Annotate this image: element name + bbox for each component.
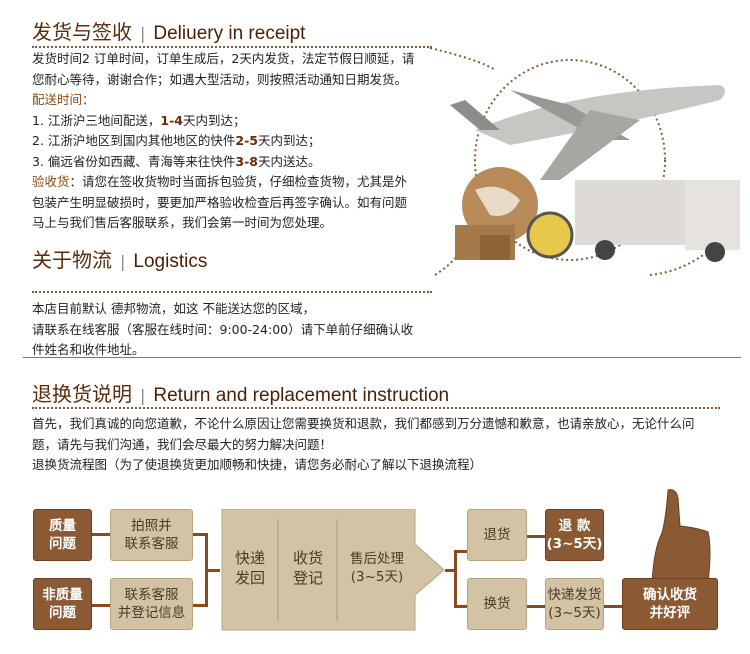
- quality-issue-box: 质量问题: [33, 509, 92, 561]
- delivery-title-cn: 发货与签收: [32, 20, 132, 44]
- contact-register-box: 联系客服并登记信息: [110, 578, 193, 630]
- text-line: 1. 江浙沪三地间配送，1-4天内到达；: [32, 112, 246, 128]
- globe-icon: [462, 167, 538, 243]
- delivery-time-label: 配送时间：: [32, 92, 95, 107]
- returns-text: 首先，我们真诚的向您道歉，不论什么原因让您需要换货和退款，我们都感到万分遗憾和歉…: [32, 414, 695, 476]
- after-sales-step: 售后处理(3~5天): [350, 551, 404, 585]
- non-quality-issue-box: 非质量问题: [33, 578, 92, 630]
- exchange-box: 换货: [467, 578, 527, 630]
- logistics-text: 本店目前默认 德邦物流，如这 不能送达您的区域， 请联系在线客服（客服在线时间：…: [32, 299, 413, 361]
- divider: [32, 407, 720, 409]
- text-line: 3. 偏远省份如西藏、青海等来往快件3-8天内送达。: [32, 153, 321, 169]
- delivery-title-en: Deliuery in receipt: [153, 23, 306, 44]
- section-divider: [23, 357, 741, 358]
- text-line: 首先，我们真诚的向您道歉，不论什么原因让您需要换货和退款，我们都感到万分遗憾和歉…: [32, 416, 695, 431]
- text-line: 验收货：请您在签收货物时当面拆包验货，仔细检查货物，尤其是外: [32, 174, 408, 189]
- text-line: 题，请先与我们沟通，我们会尽最大的努力解决问题！: [32, 436, 333, 452]
- returns-title: 退换货说明|Return and replacement instruction: [32, 382, 450, 406]
- returns-title-en: Return and replacement instruction: [153, 385, 450, 406]
- text-line: 您耐心等待，谢谢合作；如遇大型活动，则按照活动通知日期发货。: [32, 71, 408, 87]
- returns-title-cn: 退换货说明: [32, 382, 132, 406]
- logistics-title: 关于物流|Logistics: [32, 248, 208, 272]
- return-box: 退货: [467, 509, 527, 561]
- refund-box: 退 款(3~5天): [545, 509, 604, 561]
- text-line: 包装产生明显破损时，要更加严格验收检查后再签字确认。如有问题: [32, 194, 408, 210]
- text-line: 马上与我们售后客服联系，我们会第一时间为您处理。: [32, 215, 333, 230]
- airplane-icon: [450, 85, 725, 180]
- boxes-icon: [455, 225, 515, 260]
- receive-register-step: 收货登记: [292, 549, 323, 587]
- text-line: 件姓名和收件地址。: [32, 342, 145, 357]
- truck-icon: [575, 180, 740, 262]
- ship-back-step: 快递发回: [234, 549, 265, 587]
- text-line: 2. 江浙沪地区到国内其他地区的快件2-5天内到达；: [32, 133, 321, 148]
- delivery-text: 发货时间2 订单时间，订单生成后，2天内发货，法定节假日顺延，请 您耐心等待，谢…: [32, 49, 414, 234]
- logistics-illustration: [429, 47, 741, 276]
- confirm-review-box: 确认收货并好评: [622, 578, 718, 630]
- text-line: 请联系在线客服（客服在线时间：9:00-24:00）请下单前仔细确认收: [32, 321, 414, 337]
- divider: [32, 291, 432, 293]
- text-line: 退换货流程图（为了使退换货更加顺畅和快捷，请您务必耐心了解以下退换流程）: [32, 457, 483, 472]
- text-line: 发货时间2 订单时间，订单生成后，2天内发货，法定节假日顺延，请: [32, 51, 415, 66]
- logistics-title-en: Logistics: [133, 251, 208, 272]
- process-arrow: [221, 509, 445, 631]
- divider: [32, 46, 432, 48]
- photo-contact-box: 拍照并联系客服: [110, 509, 193, 561]
- logistics-title-cn: 关于物流: [32, 248, 112, 272]
- clock-icon: [526, 211, 574, 259]
- ship-out-box: 快递发货(3~5天): [545, 578, 604, 630]
- delivery-title: 发货与签收|Deliuery in receipt: [32, 20, 306, 44]
- text-line: 本店目前默认 德邦物流，如这 不能送达您的区域，: [32, 301, 315, 316]
- thumbs-up-icon: [651, 489, 711, 583]
